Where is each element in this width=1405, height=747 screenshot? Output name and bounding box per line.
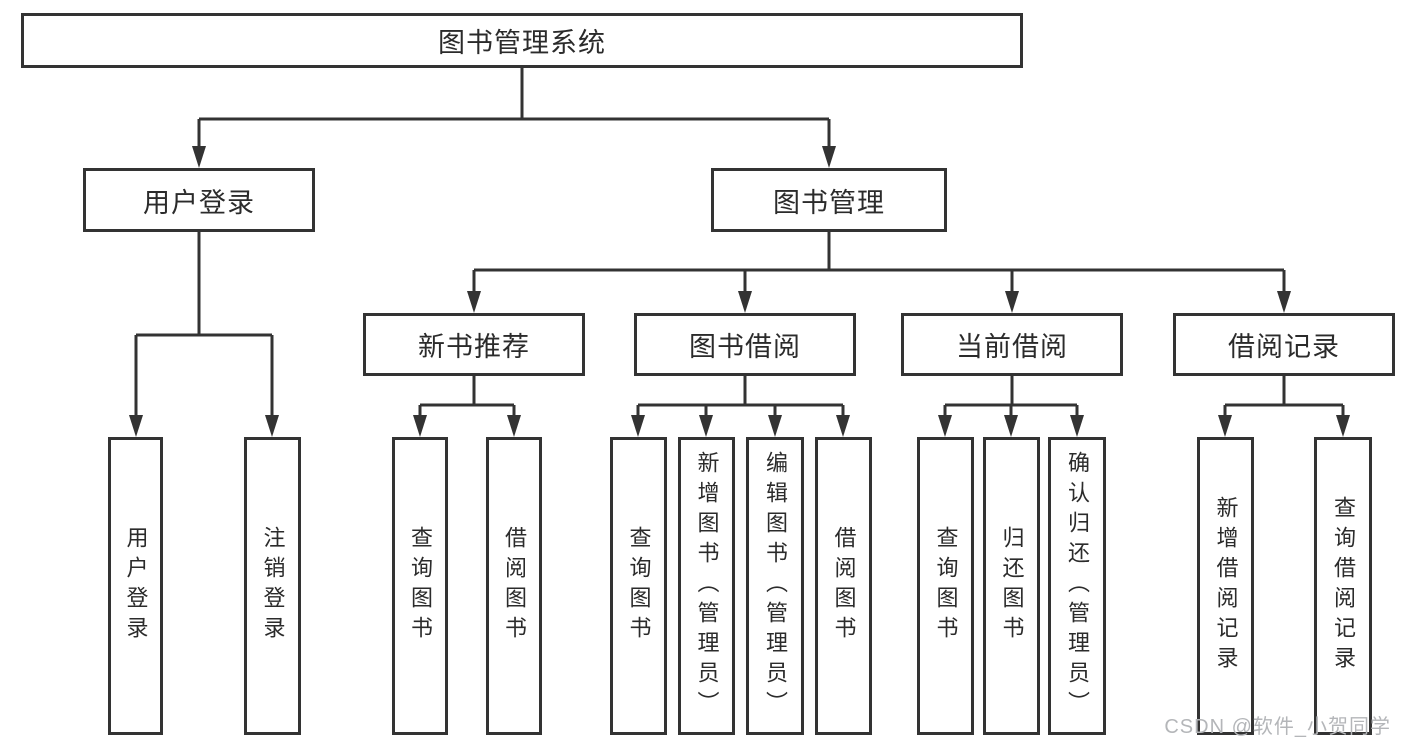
node-root-system: 图书管理系统 [21, 13, 1023, 68]
node-leaf-cb-confirm-return-admin-label: 确认归还（管理员） [1065, 451, 1090, 721]
connector-root-to-level2 [192, 68, 836, 168]
node-borrowing-records: 借阅记录 [1173, 313, 1395, 376]
node-leaf-nbr-borrow-books-label: 借阅图书 [502, 526, 527, 646]
node-root-system-label: 图书管理系统 [438, 28, 606, 58]
arrow-down-icon [507, 415, 521, 437]
node-leaf-logout: 注销登录 [244, 437, 301, 735]
connector-current-borrow-to-leaves [938, 376, 1084, 437]
arrow-down-icon [1277, 291, 1291, 313]
node-leaf-bb-query-books: 查询图书 [610, 437, 667, 735]
node-book-borrowing-label: 图书借阅 [689, 332, 801, 362]
arrow-down-icon [265, 415, 279, 437]
node-new-book-recommendation: 新书推荐 [363, 313, 585, 376]
node-leaf-nbr-borrow-books: 借阅图书 [486, 437, 542, 735]
node-leaf-cb-query-books: 查询图书 [917, 437, 974, 735]
connector-line [1223, 376, 1345, 416]
connector-line [636, 376, 845, 416]
watermark: CSDN @软件_小贺同学 [1164, 716, 1391, 738]
arrow-down-icon [192, 146, 206, 168]
arrow-down-icon [822, 146, 836, 168]
node-leaf-user-login: 用户登录 [108, 437, 163, 735]
arrow-down-icon [938, 415, 952, 437]
arrow-down-icon [1070, 415, 1084, 437]
node-leaf-bb-borrow-books: 借阅图书 [815, 437, 872, 735]
connector-book-management-to-level3 [467, 232, 1291, 313]
arrow-down-icon [738, 291, 752, 313]
connector-line [418, 376, 516, 416]
arrow-down-icon [129, 415, 143, 437]
arrow-down-icon [1005, 291, 1019, 313]
node-leaf-br-query-borrow-record: 查询借阅记录 [1314, 437, 1372, 735]
node-leaf-br-add-borrow-record: 新增借阅记录 [1197, 437, 1254, 735]
arrow-down-icon [467, 291, 481, 313]
connector-line [472, 232, 1286, 292]
node-leaf-cb-return-books: 归还图书 [983, 437, 1040, 735]
node-leaf-bb-edit-books-admin: 编辑图书（管理员） [746, 437, 804, 735]
node-user-login-label: 用户登录 [143, 187, 255, 218]
connector-line [943, 376, 1079, 416]
node-leaf-bb-edit-books-admin-label: 编辑图书（管理员） [763, 451, 788, 721]
node-leaf-cb-return-books-label: 归还图书 [999, 526, 1025, 646]
arrow-down-icon [413, 415, 427, 437]
node-leaf-bb-query-books-label: 查询图书 [626, 526, 652, 646]
node-leaf-nbr-query-books: 查询图书 [392, 437, 448, 735]
connector-borrow-record-to-leaves [1218, 376, 1350, 437]
node-new-book-recommendation-label: 新书推荐 [418, 332, 530, 362]
node-leaf-nbr-query-books-label: 查询图书 [408, 526, 433, 646]
node-leaf-br-query-borrow-record-label: 查询借阅记录 [1331, 496, 1356, 676]
arrow-down-icon [836, 415, 850, 437]
connector-book-borrow-to-leaves [631, 376, 850, 437]
node-leaf-cb-confirm-return-admin: 确认归还（管理员） [1048, 437, 1106, 735]
arrow-down-icon [1336, 415, 1350, 437]
node-leaf-bb-add-books-admin: 新增图书（管理员） [678, 437, 735, 735]
node-leaf-bb-borrow-books-label: 借阅图书 [831, 526, 857, 646]
node-borrowing-records-label: 借阅记录 [1228, 332, 1340, 362]
connector-line [197, 68, 831, 147]
node-user-login: 用户登录 [83, 168, 315, 232]
node-current-borrowing-label: 当前借阅 [956, 332, 1068, 362]
arrow-down-icon [768, 415, 782, 437]
node-leaf-user-login-label: 用户登录 [123, 526, 149, 646]
connector-new-book-rec-to-leaves [413, 376, 521, 437]
node-leaf-bb-add-books-admin-label: 新增图书（管理员） [694, 451, 720, 721]
arrow-down-icon [631, 415, 645, 437]
node-leaf-cb-query-books-label: 查询图书 [933, 526, 959, 646]
node-book-management: 图书管理 [711, 168, 947, 232]
arrow-down-icon [699, 415, 713, 437]
arrow-down-icon [1218, 415, 1232, 437]
node-book-management-label: 图书管理 [773, 187, 885, 218]
node-current-borrowing: 当前借阅 [901, 313, 1123, 376]
node-leaf-logout-label: 注销登录 [260, 526, 286, 646]
arrow-down-icon [1004, 415, 1018, 437]
node-book-borrowing: 图书借阅 [634, 313, 856, 376]
node-leaf-br-add-borrow-record-label: 新增借阅记录 [1213, 496, 1239, 676]
connector-user-login-to-leaves [129, 232, 279, 437]
connector-line [134, 232, 274, 416]
